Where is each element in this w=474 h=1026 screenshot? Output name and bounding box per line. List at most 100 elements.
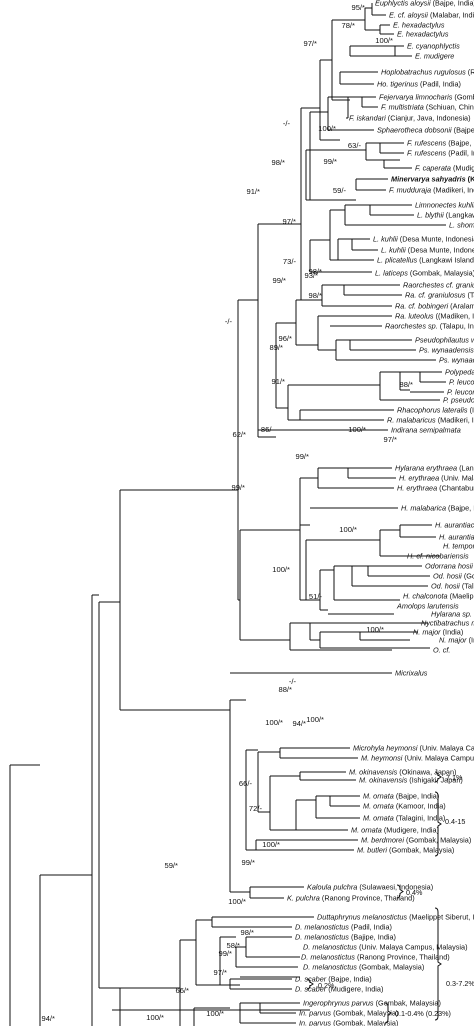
tip-label: H. aurantiaca — [439, 533, 474, 542]
tip-label: E. cyanophlyctis — [407, 42, 460, 51]
node-support-values: 95/*78/*97/*100/*-/-63/-100/*99/*98/*59/… — [41, 3, 413, 1023]
tip-label: Od. hosii (Talagini, Malaysia) — [431, 582, 474, 591]
tip-label: Pseudophilautus wynaadensis — [415, 336, 474, 345]
tip-locality: (Padil, India) — [418, 80, 461, 89]
tip-label: P. leucomystax — [449, 378, 474, 387]
tip-locality: (Maelippet Siberut, Indonesia) — [407, 913, 474, 922]
tip-label: Ra. luteolus ((Madiken, India) — [395, 312, 474, 321]
tip-label: H. aurantiaca — [435, 521, 474, 530]
node-support: -/- — [225, 317, 233, 326]
tip-species: F. rufescens — [407, 139, 447, 148]
tip-species: E. cf. aloysii — [389, 11, 428, 20]
tip-species: M. butleri — [357, 846, 387, 855]
tip-label: Sphaerotheca dobsonii (Bajpe, India) — [377, 126, 474, 135]
tip-locality: (Kodachadri) — [466, 175, 474, 184]
tip-locality: (Langkawi Island) — [457, 464, 474, 473]
tip-species: L. laticeps — [375, 269, 408, 278]
divergence-bracket — [384, 1002, 392, 1024]
node-support: 78/* — [341, 21, 355, 30]
tip-label: N. major (India) — [413, 628, 463, 637]
tip-locality: (Mudigere, India) — [382, 826, 439, 835]
tip-species: Kaloula pulchra — [307, 883, 357, 892]
tip-label: Nyctibatrachus major — [421, 619, 474, 628]
tip-species: Amolops larutensis — [396, 602, 459, 611]
tip-species: Pseudophilautus wynaadensis — [415, 336, 474, 345]
tip-label: E. hexadactylus — [393, 21, 445, 30]
tip-locality: (Gombak, Malaysia) — [357, 963, 424, 972]
tip-locality: (Bajpe, India) — [452, 126, 474, 135]
tip-species: D. scaber — [295, 985, 327, 994]
tip-label: Od. hosii (Gombak, Malaysia) — [433, 572, 474, 581]
tip-species: D. melanostictus — [303, 963, 357, 972]
tip-label: Ra. cf. graniulosus (Talapu, India) — [405, 291, 474, 300]
tip-locality: (Gombak, Malaysia) — [387, 846, 454, 855]
tip-locality: (Gombak, Malaysia) — [452, 93, 474, 102]
node-support: 99/* — [272, 276, 286, 285]
tip-locality: (India) — [468, 406, 474, 415]
tip-label: Polypedates leucomystax — [445, 368, 474, 377]
tip-labels: Euphlyctis aloysii (Bajpe, India)E. cf. … — [287, 0, 474, 1026]
tip-label: K. pulchra (Ranong Province, Thailand) — [287, 894, 415, 903]
tip-locality: (Chantaburi, Thailand) — [437, 484, 474, 493]
tip-label: In. parvus (Gombak, Malaysia) — [299, 1009, 398, 1018]
tip-label: P. leucomystax — [447, 388, 474, 397]
node-support: 100/* — [228, 897, 246, 906]
tip-locality: (Langkawi Island) — [444, 211, 474, 220]
tip-species: H. cf. nicobariensis — [407, 552, 469, 561]
tip-label: F. iskandari (Cianjur, Java, Indonesia) — [349, 114, 471, 123]
tip-species: M. ornata — [363, 814, 394, 823]
tip-species: Hylarana erythraea — [395, 464, 457, 473]
tip-species: R. malabaricus — [387, 416, 436, 425]
node-support: 63/- — [348, 141, 362, 150]
tip-label: Indirana semipalmata — [391, 426, 461, 435]
node-support: 66/* — [175, 986, 189, 995]
tip-label: Ps. wynaadensis (Aralam, India) — [419, 346, 474, 355]
tip-locality: (Langkawi Island, Malaysia) — [417, 256, 474, 265]
tip-label: E. cf. aloysii (Malabar, India) — [389, 11, 474, 20]
node-support: 97/* — [282, 217, 296, 226]
tip-locality: (Ishigaki, Japan) — [407, 776, 463, 785]
tip-species: M. okinavensis — [349, 768, 398, 777]
tip-locality: (Bajipe, India) — [349, 933, 396, 942]
divergence-label: 0.4-15 — [445, 817, 465, 826]
tip-label: E. hexadactylus — [397, 30, 449, 39]
tip-locality: (Maelippet) — [448, 592, 474, 601]
tip-label: D. melanostictus (Univ. Malaya Campus, M… — [303, 943, 468, 952]
tip-species: F. caperata — [415, 164, 451, 173]
tip-species: D. melanostictus — [295, 923, 349, 932]
tip-label: H. erythraea (Univ. Malaya Campus) — [399, 474, 474, 483]
tip-species: H. aurantiaca — [435, 521, 474, 530]
tip-label: M. ornata (Mudigere, India) — [351, 826, 439, 835]
tip-species: Micrixalus — [395, 669, 428, 678]
tip-label: E. mudigere — [415, 52, 454, 61]
tip-species: Ps. wynaadensis — [419, 346, 474, 355]
tip-label: H. malabarica (Bajpe, India) — [401, 504, 474, 513]
tip-species: E. mudigere — [415, 52, 454, 61]
tip-locality: (Schiuan, China) — [424, 103, 474, 112]
node-support: 98/* — [271, 158, 285, 167]
tip-label: F. caperata (Mudigere, India) — [415, 164, 474, 173]
tip-locality: (Mudigere, India) — [451, 164, 474, 173]
node-support: 100/* — [272, 565, 290, 574]
tip-label: D. melanostictus (Padil, India) — [295, 923, 392, 932]
tip-locality: (Bajpe, India) — [446, 504, 474, 513]
tip-label: M. ornata (Kamoor, India) — [363, 802, 446, 811]
node-support: 99/* — [218, 949, 232, 958]
divergence-label: 0.2% — [318, 981, 335, 990]
tip-species: H. malabarica — [401, 504, 446, 513]
tip-label: Amolops larutensis — [396, 602, 459, 611]
tip-label: L. plicatellus (Langkawi Island, Malaysi… — [377, 256, 474, 265]
node-support: 99/* — [295, 452, 309, 461]
tip-species: P. leucomystax — [449, 378, 474, 387]
tip-label: M. okinavensis (Okinawa, Japan) — [349, 768, 456, 777]
tip-label: In. parvus (Gombak, Malaysia) — [299, 1019, 398, 1026]
tip-locality: ((Madiken, India) — [434, 312, 474, 321]
tip-label: Minervarya sahyadris (Kodachadri) — [391, 175, 474, 184]
tip-label: M. ornata (Bajpe, India) — [363, 792, 439, 801]
divergence-bracket — [434, 771, 442, 783]
tip-label: Duttaphrynus melanostictus (Maelippet Si… — [317, 913, 474, 922]
tip-label: Microhyla heymonsi (Univ. Malaya Campus,… — [353, 744, 474, 753]
tip-species: Ra. cf. bobingeri — [395, 302, 449, 311]
tip-label: H. cf. nicobariensis — [407, 552, 469, 561]
